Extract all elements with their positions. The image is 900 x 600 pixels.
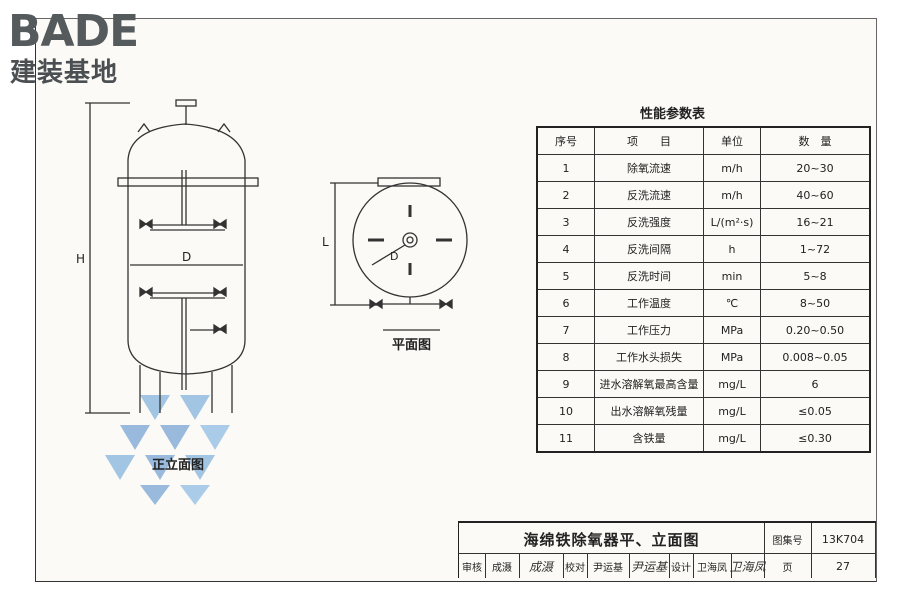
- cell-no: 2: [536, 181, 595, 209]
- cell-item: 除氧流速: [594, 154, 704, 182]
- cell-value: 40~60: [760, 181, 871, 209]
- header-no: 序号: [536, 126, 595, 155]
- cell-no: 6: [536, 289, 595, 317]
- design-label: 设计: [669, 554, 694, 578]
- cell-no: 4: [536, 235, 595, 263]
- elevation-view: [85, 99, 259, 414]
- cell-item: 工作水头损失: [594, 343, 704, 371]
- title-block-row-main: 海绵铁除氧器平、立面图 图集号 13K704: [458, 521, 876, 555]
- design-name: 卫海凤: [693, 554, 732, 578]
- table-title: 性能参数表: [640, 107, 706, 122]
- cell-no: 8: [536, 343, 595, 371]
- cell-item: 反洗流速: [594, 181, 704, 209]
- cell-unit: h: [703, 235, 761, 263]
- review-label: 审核: [459, 554, 486, 578]
- dim-label-h: H: [76, 252, 86, 266]
- cell-unit: m/h: [703, 154, 761, 182]
- dim-label-d-plan: D: [390, 250, 399, 263]
- plan-view: [330, 177, 468, 331]
- header-value: 数 量: [760, 126, 871, 155]
- cell-item: 工作压力: [594, 316, 704, 344]
- design-signature: 卫海凤: [730, 554, 766, 578]
- atlas-number: 13K704: [811, 523, 876, 555]
- cell-value: 20~30: [760, 154, 871, 182]
- cell-value: 8~50: [760, 289, 871, 317]
- dim-label-d: D: [182, 250, 192, 264]
- cell-unit: MPa: [703, 343, 761, 371]
- cell-value: 6: [760, 370, 871, 398]
- cell-item: 反洗间隔: [594, 235, 704, 263]
- page-label: 页: [764, 554, 812, 578]
- check-signature: 尹运基: [629, 554, 670, 578]
- cell-item: 含铁量: [594, 424, 704, 453]
- cell-value: ≤0.05: [760, 397, 871, 425]
- title-block-row-signatures: 审核 成滠 成滠 校对 尹运基 尹运基 设计 卫海凤 卫海凤 页 27: [458, 553, 876, 578]
- review-signature: 成滠: [519, 554, 564, 578]
- check-label: 校对: [563, 554, 588, 578]
- cell-no: 5: [536, 262, 595, 290]
- cell-value: 16~21: [760, 208, 871, 236]
- cell-no: 7: [536, 316, 595, 344]
- cell-item: 工作温度: [594, 289, 704, 317]
- header-unit: 单位: [703, 126, 761, 155]
- cell-unit: L/(m²·s): [703, 208, 761, 236]
- cell-unit: MPa: [703, 316, 761, 344]
- cell-item: 反洗强度: [594, 208, 704, 236]
- dim-label-l: L: [322, 235, 329, 249]
- drawing-title: 海绵铁除氧器平、立面图: [459, 523, 765, 555]
- logo-text-en: BADE: [8, 6, 139, 57]
- cell-item: 反洗时间: [594, 262, 704, 290]
- cell-value: 1~72: [760, 235, 871, 263]
- elevation-caption: 正立面图: [152, 458, 205, 473]
- cell-no: 3: [536, 208, 595, 236]
- logo-text-cn: 建装基地: [10, 58, 119, 88]
- cell-unit: min: [703, 262, 761, 290]
- cell-no: 1: [536, 154, 595, 182]
- cell-value: 5~8: [760, 262, 871, 290]
- watermark-triangles: [105, 395, 230, 505]
- cell-item: 出水溶解氧残量: [594, 397, 704, 425]
- title-block: 海绵铁除氧器平、立面图 图集号 13K704 审核 成滠 成滠 校对 尹运基 尹…: [458, 521, 876, 579]
- cell-no: 10: [536, 397, 595, 425]
- atlas-label: 图集号: [764, 523, 812, 555]
- bade-logo: BADE 建装基地: [8, 6, 178, 88]
- table-header-row: 序号 项 目 单位 数 量: [536, 126, 871, 155]
- cell-no: 9: [536, 370, 595, 398]
- check-name: 尹运基: [587, 554, 630, 578]
- cell-unit: m/h: [703, 181, 761, 209]
- cell-unit: mg/L: [703, 424, 761, 453]
- cell-unit: ℃: [703, 289, 761, 317]
- cell-unit: mg/L: [703, 397, 761, 425]
- cell-value: 0.008~0.05: [760, 343, 871, 371]
- cell-unit: mg/L: [703, 370, 761, 398]
- plan-caption: 平面图: [392, 338, 432, 353]
- cell-item: 进水溶解氧最高含量: [594, 370, 704, 398]
- header-item: 项 目: [594, 126, 704, 155]
- cell-value: 0.20~0.50: [760, 316, 871, 344]
- cell-no: 11: [536, 424, 595, 453]
- cell-value: ≤0.30: [760, 424, 871, 453]
- review-name: 成滠: [485, 554, 520, 578]
- page-number: 27: [811, 554, 876, 578]
